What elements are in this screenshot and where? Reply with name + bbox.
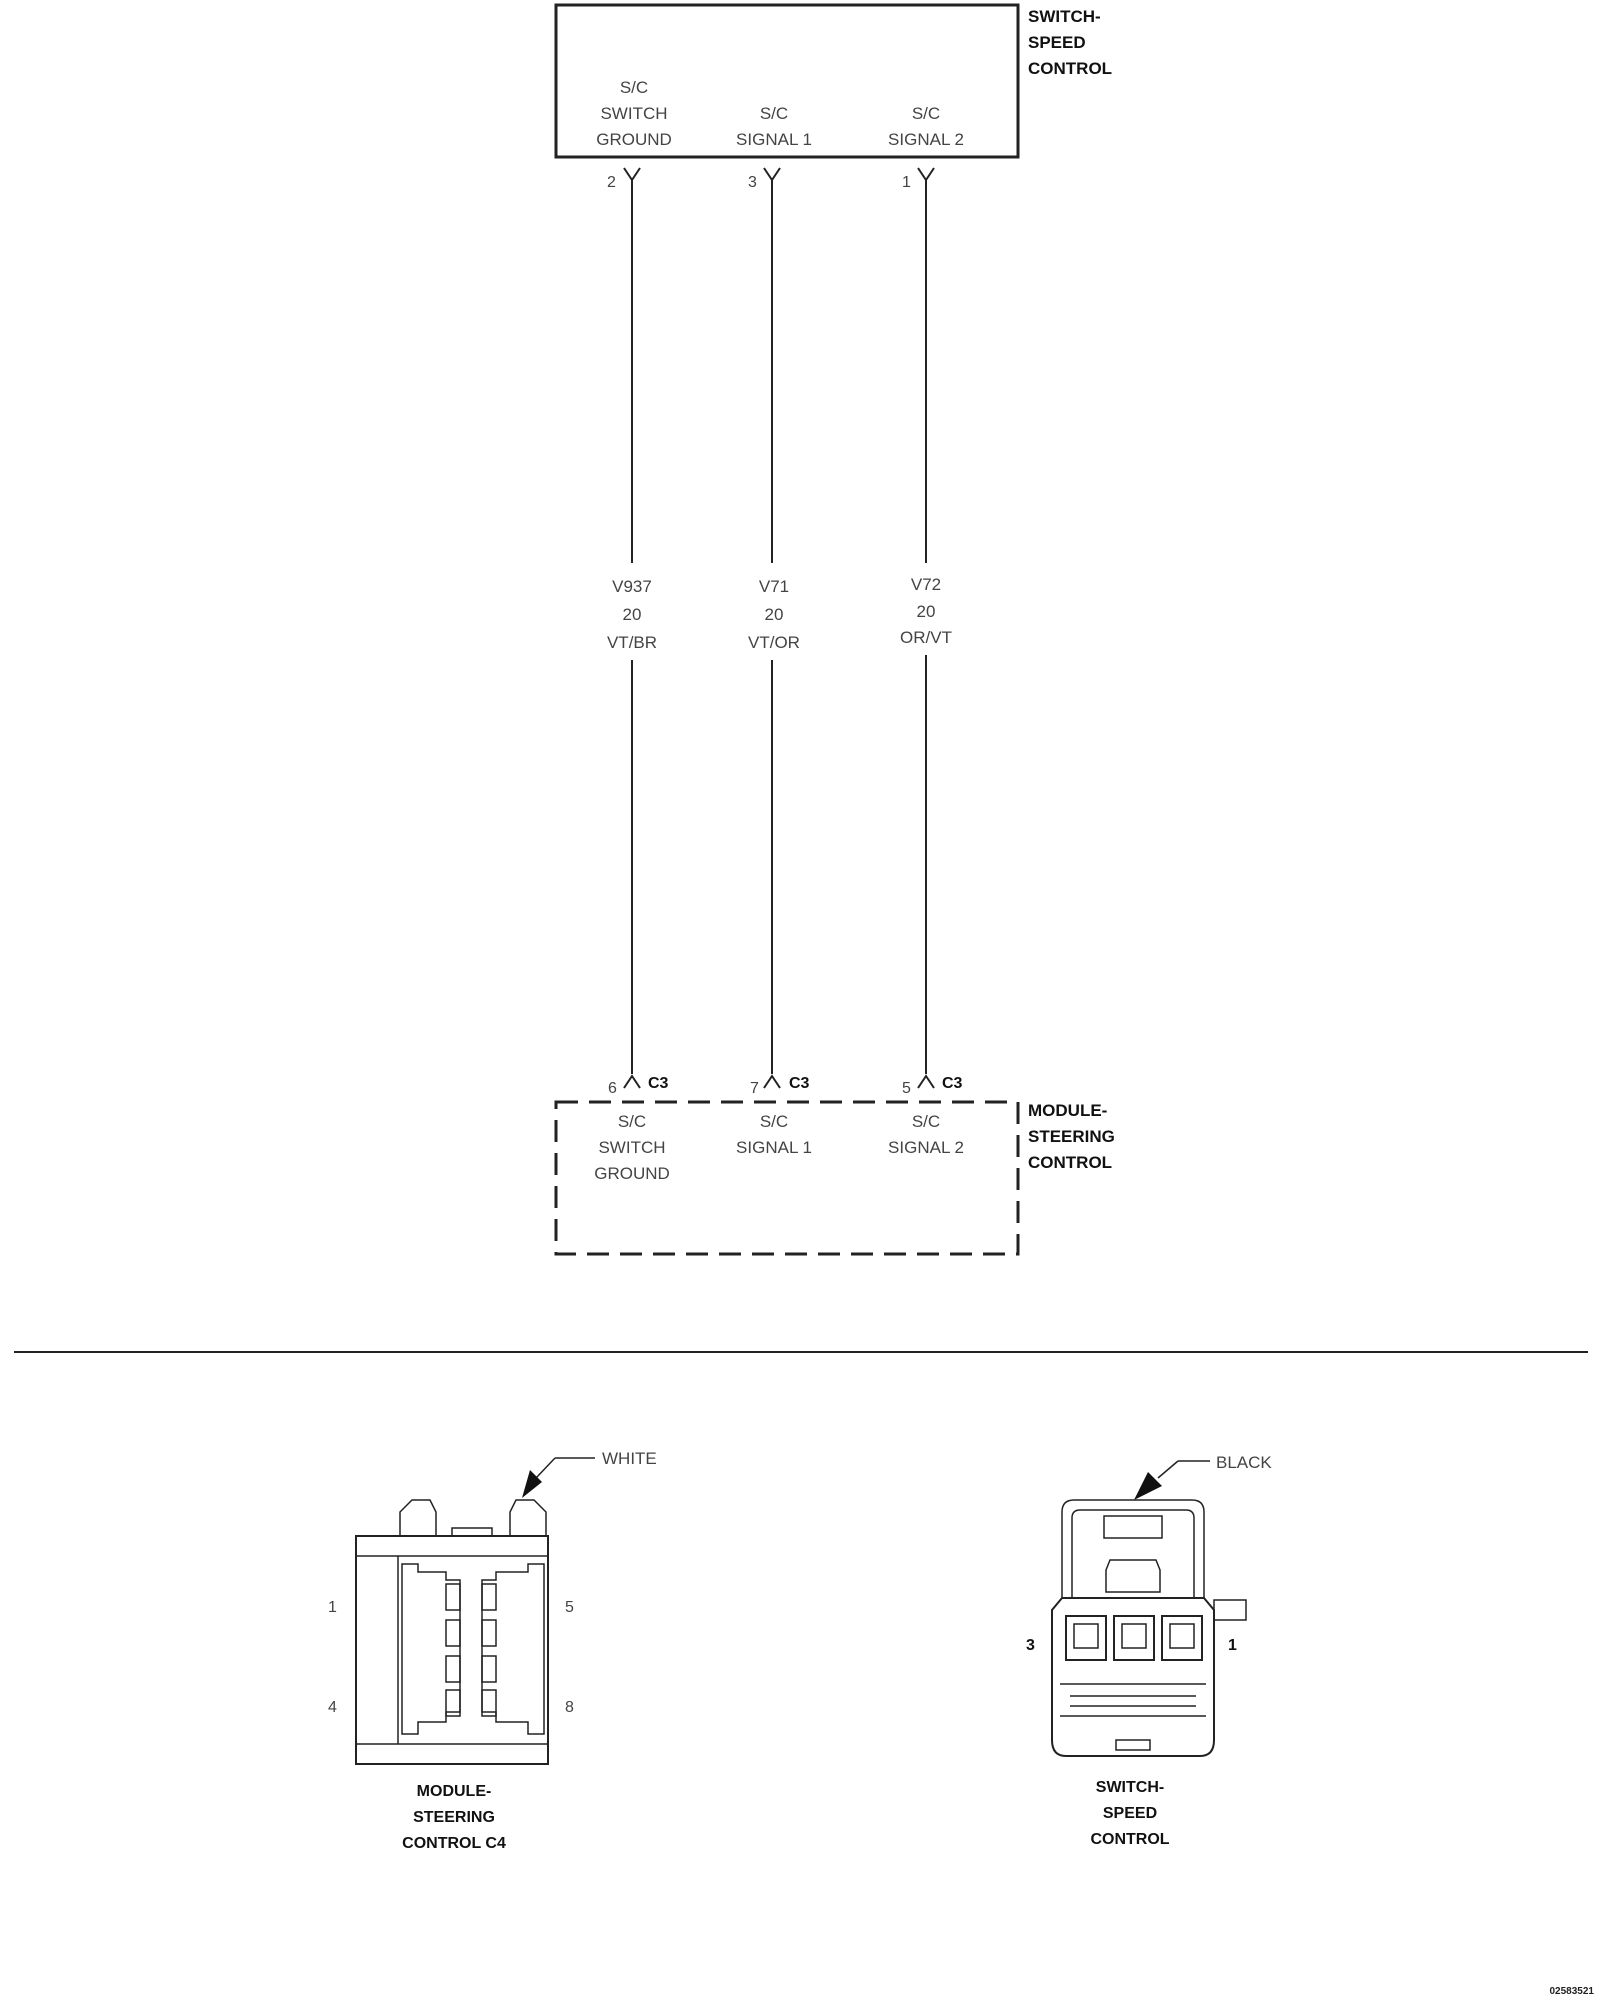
white-pointer-leader	[535, 1457, 556, 1479]
switch-terminal-2-icon	[623, 167, 641, 182]
module-terminal-7-icon	[763, 1074, 781, 1089]
module-terminal-6-icon	[623, 1074, 641, 1089]
module-c4-housing	[355, 1535, 549, 1765]
switch-title-line-2: SPEED	[1028, 33, 1086, 52]
wire-v71-circuit: V71	[759, 577, 789, 596]
module-c4-caption-line-2: STEERING	[413, 1809, 495, 1826]
switch-cavity-2	[1113, 1615, 1155, 1661]
black-pointer-leader	[1157, 1460, 1179, 1479]
module-c4-cavity-right	[481, 1563, 545, 1735]
switch-speed-control-box	[554, 3, 1020, 159]
module-terminal-5-icon	[917, 1074, 935, 1089]
switch-terminal-1-icon	[917, 167, 935, 182]
switch-latch-tongue	[1105, 1559, 1161, 1593]
switch-latch-inner	[1071, 1509, 1195, 1598]
wire-v72-color: OR/VT	[900, 628, 952, 647]
switch-pin-2-label-line-2: SWITCH	[600, 104, 667, 123]
module-pin-number-5: 5	[902, 1080, 911, 1097]
module-pin-number-7: 7	[750, 1080, 759, 1097]
switch-bottom-key	[1115, 1739, 1151, 1751]
module-pin-6-label-line-3: GROUND	[594, 1164, 670, 1183]
wire-v72-gauge: 20	[917, 602, 936, 621]
switch-caption-line-1: SWITCH-	[1096, 1779, 1164, 1796]
wire-v71-gauge: 20	[765, 605, 784, 624]
switch-terminal-3-icon	[763, 167, 781, 182]
module-pin-7-label-line-2: SIGNAL 1	[736, 1138, 812, 1157]
module-c4-pin-1-label: 1	[328, 1599, 337, 1616]
module-c4-pin-4-label: 4	[328, 1699, 337, 1716]
module-c4-cavity-left	[401, 1563, 461, 1735]
module-c4-color-label: WHITE	[602, 1449, 657, 1468]
module-c4-caption-line-3: CONTROL C4	[402, 1835, 506, 1852]
switch-pin-2-label-line-1: S/C	[620, 78, 648, 97]
switch-speed-control-component: SWITCH- SPEED CONTROL S/C SWITCH GROUND …	[554, 3, 1112, 191]
switch-pin-3-label-line-2: SIGNAL 1	[736, 130, 812, 149]
module-c4-slot-5	[481, 1583, 497, 1611]
module-c4-pin-8-label: 8	[565, 1699, 574, 1716]
switch-housing	[1051, 1597, 1215, 1757]
module-c4-slot-2	[445, 1619, 461, 1647]
module-connector-c3-label-6: C3	[648, 1075, 669, 1092]
module-pin-number-6: 6	[608, 1080, 617, 1097]
module-c4-slot-8	[481, 1689, 497, 1717]
switch-pin-number-2: 2	[607, 174, 616, 191]
connector-view-switch: BLACK 3 1 SWITCH- SPEED CONTROL	[1026, 1453, 1272, 1848]
switch-pin-1-label-line-1: S/C	[912, 104, 940, 123]
wire-v937-color: VT/BR	[607, 633, 657, 652]
module-title-line-3: CONTROL	[1028, 1153, 1112, 1172]
module-steering-control-component: 6 7 5 C3 C3 C3 S/C SWITCH GROUND S/C SIG…	[554, 1074, 1115, 1256]
switch-pin-2-label-line-3: GROUND	[596, 130, 672, 149]
switch-pin-3-label-line-1: S/C	[760, 104, 788, 123]
module-pin-5-label-line-1: S/C	[912, 1112, 940, 1131]
wire-v937-circuit: V937	[612, 577, 652, 596]
switch-latch-window	[1103, 1515, 1163, 1539]
module-pin-6-label-line-1: S/C	[618, 1112, 646, 1131]
module-connector-c3-label-5: C3	[942, 1075, 963, 1092]
switch-cavity-1	[1161, 1615, 1203, 1661]
switch-latch-outer	[1061, 1499, 1205, 1598]
wire-v71-color: VT/OR	[748, 633, 800, 652]
switch-pin-1-label: 1	[1228, 1637, 1237, 1654]
module-c4-slot-1	[445, 1583, 461, 1611]
wires: V937 20 VT/BR V71 20 VT/OR V72 20 OR/VT	[607, 180, 952, 1074]
switch-pin-1-label-line-2: SIGNAL 2	[888, 130, 964, 149]
switch-color-label: BLACK	[1216, 1453, 1272, 1472]
switch-cavity-3-terminal	[1073, 1623, 1099, 1649]
switch-title-line-3: CONTROL	[1028, 59, 1112, 78]
black-pointer-arrowhead-icon	[1134, 1472, 1162, 1500]
module-c4-slot-4	[445, 1689, 461, 1717]
module-title-line-2: STEERING	[1028, 1127, 1115, 1146]
switch-cavity-1-terminal	[1169, 1623, 1195, 1649]
module-c4-pin-5-label: 5	[565, 1599, 574, 1616]
wire-v937-gauge: 20	[623, 605, 642, 624]
module-pin-5-label-line-2: SIGNAL 2	[888, 1138, 964, 1157]
switch-side-key	[1213, 1599, 1247, 1621]
module-pin-7-label-line-1: S/C	[760, 1112, 788, 1131]
connector-view-module-c4: WHITE 1 5 4 8 MODULE- STEERING CONTROL C…	[328, 1449, 657, 1852]
wire-v72-circuit: V72	[911, 575, 941, 594]
module-c4-slot-3	[445, 1655, 461, 1683]
module-steering-control-box	[554, 1100, 1020, 1256]
module-pin-6-label-line-2: SWITCH	[598, 1138, 665, 1157]
module-title-line-1: MODULE-	[1028, 1101, 1107, 1120]
switch-cavity-3	[1065, 1615, 1107, 1661]
module-c4-left-latch	[399, 1499, 437, 1536]
switch-caption-line-2: SPEED	[1103, 1805, 1157, 1822]
white-pointer-arrowhead-icon	[522, 1470, 542, 1498]
switch-caption-line-3: CONTROL	[1090, 1831, 1169, 1848]
module-c4-right-latch	[509, 1499, 547, 1536]
switch-cavity-2-terminal	[1121, 1623, 1147, 1649]
switch-pin-3-label: 3	[1026, 1637, 1035, 1654]
module-c4-center-key	[451, 1527, 493, 1537]
switch-pin-number-3: 3	[748, 174, 757, 191]
figure-id: 02583521	[1550, 1986, 1595, 1997]
module-c4-slot-6	[481, 1619, 497, 1647]
module-connector-c3-label-7: C3	[789, 1075, 810, 1092]
switch-pin-number-1: 1	[902, 174, 911, 191]
module-c4-caption-line-1: MODULE-	[417, 1783, 492, 1800]
switch-title-line-1: SWITCH-	[1028, 7, 1101, 26]
module-c4-slot-7	[481, 1655, 497, 1683]
